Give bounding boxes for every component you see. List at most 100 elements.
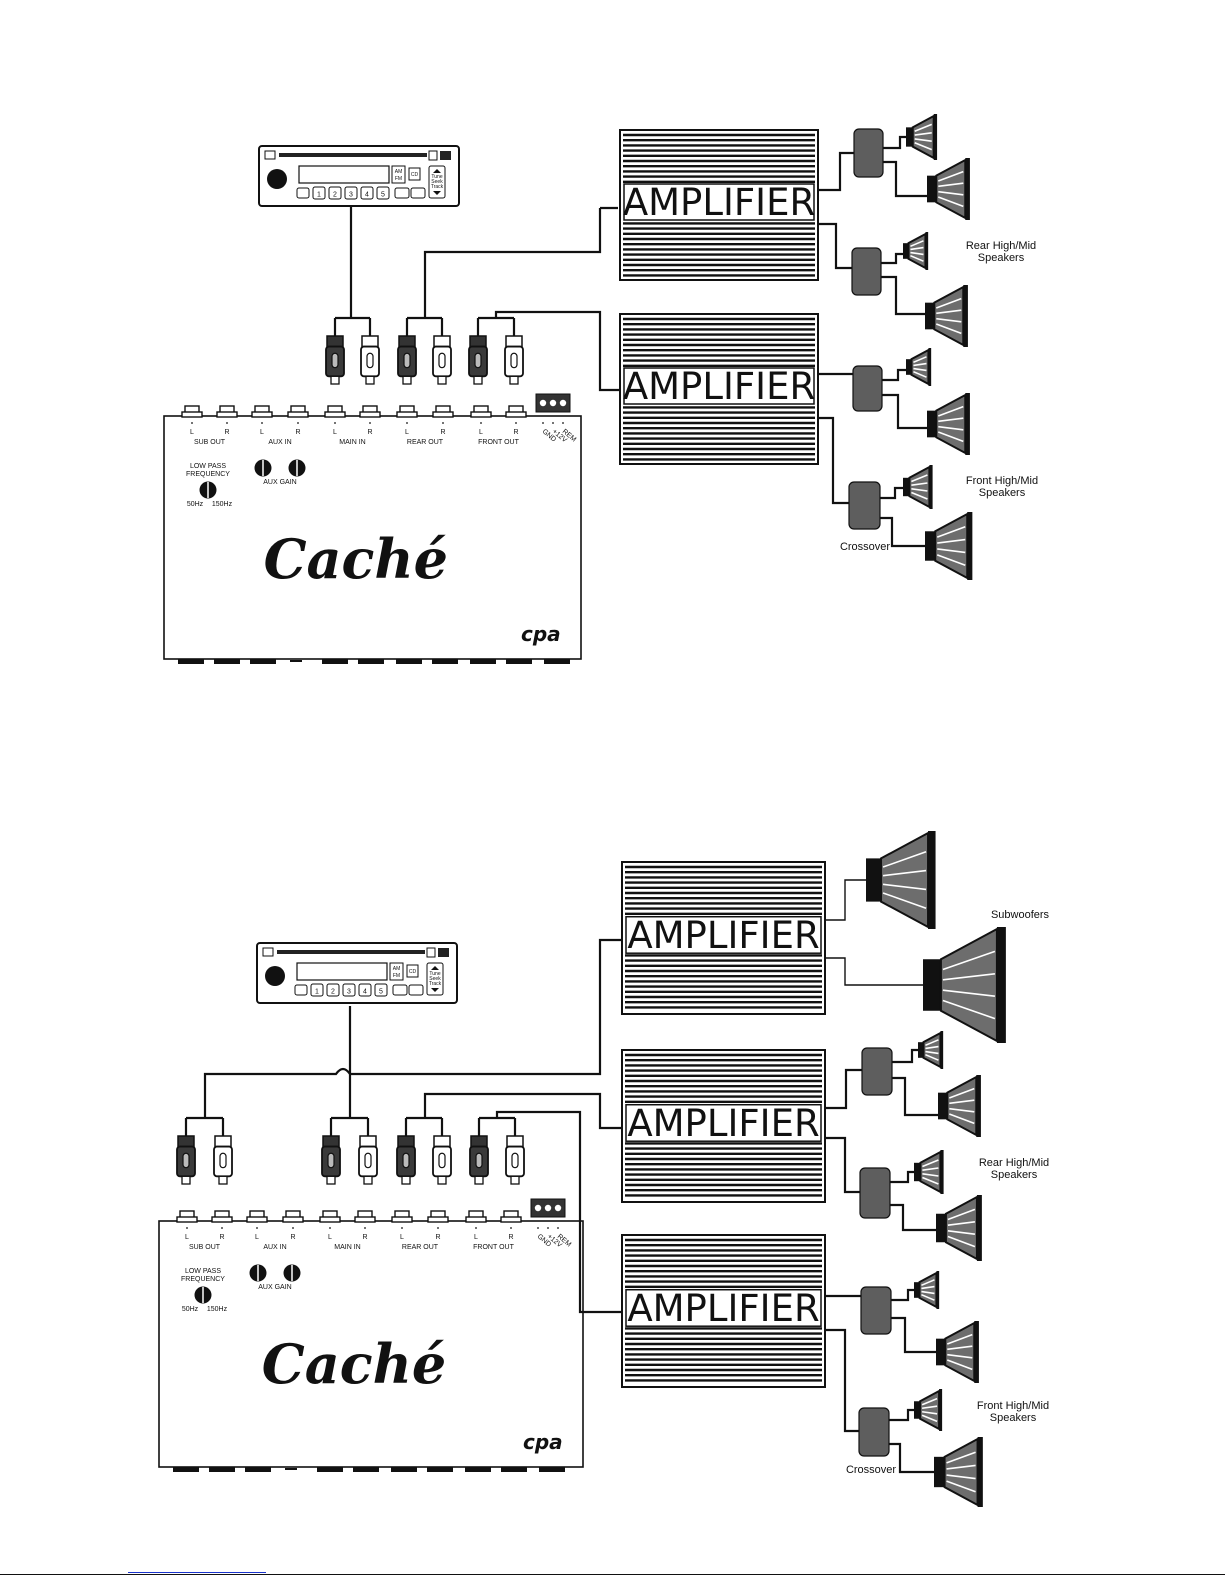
speaker-icon: [925, 512, 973, 580]
speaker-cone: [935, 158, 967, 220]
amplifier-label-panel: [625, 1288, 822, 1327]
speaker-cone-rib: [911, 474, 928, 483]
amplifier-label-panel: [625, 1103, 822, 1142]
jack-dot: [510, 1227, 512, 1229]
speaker-cone-rib: [910, 254, 924, 262]
crossover-box: [859, 1167, 891, 1219]
speaker-rim: [928, 831, 936, 929]
crossover-label: Crossover: [840, 541, 890, 553]
speaker-rim: [976, 1075, 981, 1137]
speaker-rim: [940, 1031, 944, 1069]
speaker-icon: [927, 393, 970, 455]
rca-grip: [475, 1152, 483, 1169]
speaker-cone-rib: [938, 425, 964, 431]
jack-dot: [334, 422, 336, 424]
port-label: MAIN IN: [334, 1244, 360, 1251]
speaker-cone-rib: [911, 482, 928, 486]
speaker-magnet: [923, 959, 941, 1011]
speaker-magnet: [906, 359, 912, 375]
amplifier-label: AMPLIFIER: [623, 365, 815, 408]
speaker-cone-rib: [936, 526, 966, 538]
rca-plug-right: [360, 335, 380, 385]
lr-label: R: [513, 429, 518, 436]
speaker-rim: [967, 512, 973, 580]
rca-grip: [438, 352, 446, 369]
lr-label: R: [224, 429, 229, 436]
bottom-connector: [358, 659, 384, 664]
speaker-cone-rib: [942, 950, 996, 971]
speaker-icon: [923, 927, 1006, 1043]
fm-label: FM: [393, 973, 400, 979]
rear-speakers-label-line: Speakers: [978, 252, 1025, 264]
speaker-cone-rib: [949, 1107, 975, 1113]
rca-plug-right: [432, 1135, 452, 1185]
speaker-cone-rib: [947, 1230, 976, 1235]
tune-down-icon: [433, 191, 441, 195]
volume-knob: [265, 966, 285, 986]
display-window: [296, 962, 388, 981]
speaker-cone-rib: [948, 1113, 975, 1125]
preset-button: [328, 186, 342, 200]
jack-dot: [191, 422, 193, 424]
speaker-cone-rib: [947, 1208, 976, 1221]
preset-label: 1: [315, 989, 319, 996]
speaker-rim: [928, 348, 932, 386]
lr-label: L: [405, 429, 409, 436]
low-pass-label: LOW PASS: [185, 1268, 221, 1275]
speaker-cone-rib: [921, 1285, 935, 1290]
speaker-cone-rib: [937, 196, 964, 208]
freq-min-label: 50Hz: [187, 501, 204, 508]
rca-jack-base: [246, 1216, 268, 1223]
scan-button: [392, 984, 408, 996]
speaker-cone: [943, 1437, 979, 1507]
freq-max-label: 150Hz: [212, 501, 233, 508]
mute-button: [410, 187, 426, 199]
rca-collar: [470, 1135, 488, 1148]
terminal-screw: [534, 1204, 542, 1212]
rca-collar: [322, 1135, 340, 1148]
lr-label: R: [508, 1234, 513, 1241]
aux-gain-label: AUX GAIN: [263, 479, 296, 486]
speaker-cone-rib: [914, 138, 932, 142]
speaker-magnet: [936, 1213, 946, 1243]
preset-button: [358, 983, 372, 997]
speaker-cone-rib: [935, 323, 962, 335]
jack-dot: [515, 422, 517, 424]
speaker-cone: [944, 1321, 976, 1383]
crossover-label: Crossover: [846, 1464, 896, 1476]
speaker-cone-rib: [946, 1333, 973, 1345]
speaker-rim: [976, 1195, 982, 1261]
rca-tip: [363, 1175, 373, 1185]
speaker-cone-rib: [947, 1353, 973, 1359]
bottom-connector-small: [290, 660, 302, 662]
speaker-cone: [918, 1271, 938, 1309]
footer-link-underline[interactable]: [128, 1572, 266, 1573]
rca-tip: [181, 1175, 191, 1185]
speaker-cone-rib: [925, 1050, 939, 1055]
jack-dot: [537, 1227, 539, 1229]
amplifier-label: AMPLIFIER: [627, 914, 819, 957]
rca-grip: [219, 1152, 227, 1169]
rca-collar: [433, 1135, 451, 1148]
speaker-cone: [933, 285, 965, 347]
rca-collar: [398, 335, 416, 348]
tune-label: Seek: [429, 976, 441, 982]
jack-dot: [297, 422, 299, 424]
faceplate-release-button: [438, 948, 449, 957]
speaker-cone-rib: [938, 182, 964, 188]
speaker-icon: [903, 232, 929, 270]
speaker-icon: [934, 1437, 983, 1507]
speaker-magnet: [927, 175, 937, 203]
rca-grip: [366, 352, 374, 369]
preset-label: 4: [363, 989, 367, 996]
front-speakers-label-line: Speakers: [990, 1412, 1037, 1424]
terminal-screw: [544, 1204, 552, 1212]
rca-jack-base: [427, 1216, 449, 1223]
speaker-magnet: [934, 1456, 945, 1488]
speaker-cone-rib: [946, 1474, 976, 1480]
volume-knob: [267, 169, 287, 189]
rca-jack-base: [287, 411, 309, 418]
